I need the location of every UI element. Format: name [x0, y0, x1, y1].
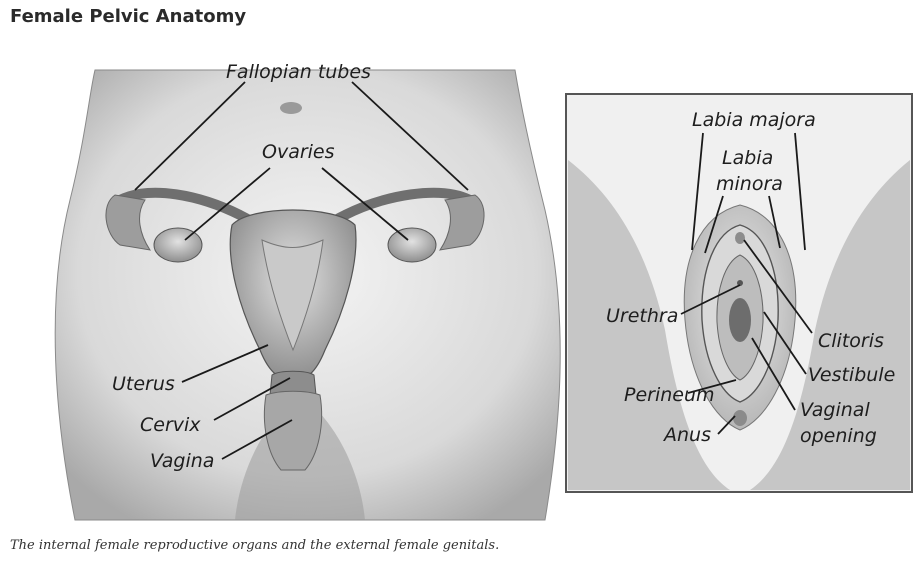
label-uterus: Uterus — [112, 373, 175, 395]
figure-caption: The internal female reproductive organs … — [10, 538, 499, 553]
label-anus: Anus — [662, 424, 711, 446]
label-cervix: Cervix — [140, 414, 201, 436]
label-labia-minora-1: Labia — [722, 147, 773, 169]
anus-shape — [733, 410, 747, 426]
label-ovaries: Ovaries — [262, 141, 335, 163]
anatomy-illustration: Fallopian tubes Ovaries Uterus Cervix Va… — [0, 0, 916, 530]
label-clitoris: Clitoris — [818, 330, 884, 352]
label-perineum: Perineum — [624, 384, 715, 406]
label-vaginal-opening-2: opening — [800, 425, 877, 447]
label-fallopian-tubes: Fallopian tubes — [226, 61, 371, 83]
label-labia-minora-2: minora — [716, 173, 783, 195]
label-vagina: Vagina — [150, 450, 214, 472]
external-view: Labia majora Labia minora Urethra Clitor… — [566, 94, 912, 492]
label-labia-majora: Labia majora — [692, 109, 816, 131]
ovary-right — [388, 228, 436, 262]
label-urethra: Urethra — [606, 305, 678, 327]
clitoris-shape — [735, 232, 745, 244]
label-vestibule: Vestibule — [808, 364, 895, 386]
internal-view: Fallopian tubes Ovaries Uterus Cervix Va… — [55, 61, 560, 520]
vaginal-opening-shape — [729, 298, 751, 342]
label-vaginal-opening-1: Vaginal — [800, 399, 870, 421]
ovary-left — [154, 228, 202, 262]
navel — [280, 102, 302, 114]
